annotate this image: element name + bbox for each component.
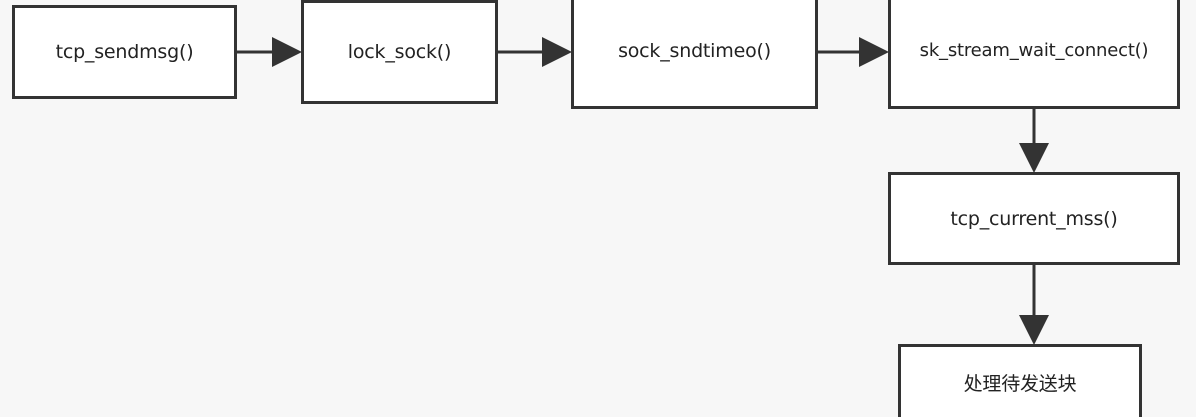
node-lock-sock[interactable]: lock_sock() — [301, 0, 498, 104]
node-label: tcp_sendmsg() — [55, 41, 194, 63]
node-sk-stream-wait-connect[interactable]: sk_stream_wait_connect() — [888, 0, 1180, 109]
node-sock-sndtimeo[interactable]: sock_sndtimeo() — [571, 0, 818, 109]
node-label: sk_stream_wait_connect() — [919, 40, 1149, 61]
node-label: sock_sndtimeo() — [618, 39, 771, 62]
node-tcp-sendmsg[interactable]: tcp_sendmsg() — [12, 5, 237, 99]
node-process-pending-send-block[interactable]: 处理待发送块 — [898, 344, 1142, 417]
node-tcp-current-mss[interactable]: tcp_current_mss() — [888, 172, 1180, 265]
node-label: tcp_current_mss() — [950, 207, 1118, 230]
node-label: lock_sock() — [347, 41, 452, 63]
node-label: 处理待发送块 — [963, 372, 1077, 395]
